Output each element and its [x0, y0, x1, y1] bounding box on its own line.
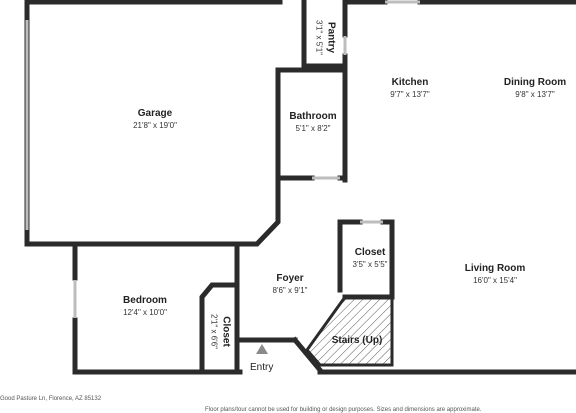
room-name: Stairs (Up)	[331, 335, 383, 346]
room-name: Garage	[137, 108, 173, 119]
room-dims: 21'8" x 19'0"	[133, 121, 177, 130]
room-name: Bathroom	[289, 111, 337, 122]
room-closet-1: Closet 3'5" x 5'5"	[340, 247, 400, 270]
disclaimer-footer: Floor plans/tour cannot be used for buil…	[205, 407, 482, 413]
room-living: Living Room 16'0" x 15'4"	[450, 263, 540, 286]
room-name: Closet	[354, 247, 386, 258]
room-bedroom: Bedroom 12'4" x 10'0"	[105, 295, 185, 318]
room-dims: 3'1" x 5'1"	[314, 20, 324, 55]
room-name: Dining Room	[503, 77, 567, 88]
garage-wall	[24, 0, 283, 247]
room-closet-2: Closet 2'1" x 6'6"	[209, 306, 232, 358]
room-dims: 12'4" x 10'0"	[123, 308, 167, 317]
room-dims: 2'1" x 6'6"	[209, 314, 219, 349]
room-bathroom: Bathroom 5'1" x 8'2"	[278, 111, 348, 134]
walls	[24, 0, 576, 375]
room-dims: 8'6" x 9'1"	[272, 286, 308, 295]
room-dining: Dining Room 9'8" x 13'7"	[490, 77, 576, 100]
address-footer: Good Pasture Ln, Florence, AZ 85132	[0, 396, 102, 402]
room-pantry: Pantry 3'1" x 5'1"	[314, 13, 337, 63]
room-kitchen: Kitchen 9'7" x 13'7"	[370, 77, 450, 100]
room-dims: 5'1" x 8'2"	[295, 124, 331, 133]
room-name: Closet	[220, 316, 232, 347]
room-name: Foyer	[276, 273, 304, 284]
room-dims: 9'8" x 13'7"	[515, 90, 555, 99]
room-name: Kitchen	[391, 77, 429, 88]
stairs-hatch	[305, 295, 394, 367]
room-name: Living Room	[464, 263, 526, 274]
room-foyer: Foyer 8'6" x 9'1"	[260, 273, 320, 296]
room-dims: 16'0" x 15'4"	[473, 276, 517, 285]
room-dims: 9'7" x 13'7"	[390, 90, 430, 99]
windows	[25, 0, 420, 318]
entry-marker-icon	[256, 344, 268, 354]
room-dims: 3'5" x 5'5"	[352, 260, 388, 269]
room-name: Pantry	[325, 21, 337, 54]
entry-label: Entry	[250, 362, 274, 373]
room-name: Bedroom	[123, 295, 167, 306]
room-stairs: Stairs (Up)	[326, 335, 388, 347]
room-garage: Garage 21'8" x 19'0"	[115, 108, 195, 131]
